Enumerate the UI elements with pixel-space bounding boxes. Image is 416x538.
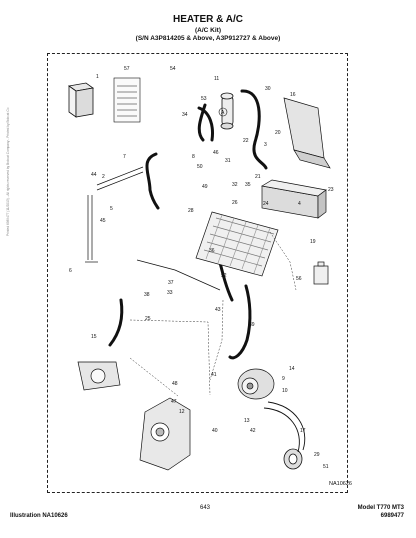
part-callout: 35 — [245, 182, 251, 188]
part-callout: 10 — [282, 388, 288, 394]
model-label: Model T770 MT3 — [357, 505, 404, 511]
filter-panel-icon — [283, 97, 331, 169]
blower-housing-icon — [77, 361, 121, 391]
part-callout: 15 — [91, 334, 97, 340]
condenser-core-icon — [195, 211, 279, 277]
page-title: HEATER & A/C — [173, 14, 243, 25]
part-callout: 47 — [171, 399, 177, 405]
part-callout: 12 — [179, 409, 185, 415]
part-callout: 26 — [232, 200, 238, 206]
part-callout: 30 — [265, 86, 271, 92]
part-callout: 17 — [300, 428, 306, 434]
diagram-frame — [47, 53, 348, 493]
part-callout: A — [221, 110, 225, 116]
part-callout: 22 — [243, 138, 249, 144]
page-subtitle: (A/C Kit) — [195, 27, 221, 34]
part-callout: 5 — [110, 206, 113, 212]
part-callout: 48 — [172, 381, 178, 387]
part-callout: 32 — [232, 182, 238, 188]
part-callout: 42 — [250, 428, 256, 434]
part-callout: 25 — [145, 316, 151, 322]
part-callout: 4 — [298, 201, 301, 207]
engine-block-icon — [139, 397, 191, 471]
oil-bottle-icon — [313, 261, 329, 285]
part-callout: 45 — [100, 218, 106, 224]
drive-belt — [263, 401, 306, 453]
part-callout: 40 — [212, 428, 218, 434]
part-callout: 43 — [215, 307, 221, 313]
part-callout: 2 — [102, 174, 105, 180]
tube-lines — [85, 166, 221, 291]
part-callout: 29 — [314, 452, 320, 458]
part-callout: 8 — [192, 154, 195, 160]
document-number: 6989477 — [380, 513, 404, 519]
serial-range: (S/N A3P814205 & Above, A3P912727 & Abov… — [135, 35, 281, 42]
leader-lines — [129, 231, 297, 397]
part-callout: 20 — [275, 130, 281, 136]
part-callout: 28 — [188, 208, 194, 214]
part-callout: 38 — [144, 292, 150, 298]
part-callout: 46 — [213, 150, 219, 156]
pulley-icon — [283, 448, 303, 470]
part-callout: 21 — [255, 174, 261, 180]
part-callout: 3 — [264, 142, 267, 148]
part-callout: 56 — [296, 276, 302, 282]
part-callout: 41 — [211, 372, 217, 378]
part-callout: 7 — [123, 154, 126, 160]
view-marker-circle — [218, 107, 228, 117]
part-callout: 44 — [91, 172, 97, 178]
part-callout: 1 — [96, 74, 99, 80]
part-callout: 34 — [182, 112, 188, 118]
part-callout: 23 — [328, 187, 334, 193]
receiver-drier-icon — [220, 92, 234, 130]
part-callout: 37 — [168, 280, 174, 286]
manual-box-icon — [67, 82, 95, 118]
part-callout: 57 — [124, 66, 130, 72]
part-callout: 19 — [310, 239, 316, 245]
part-callout: 36 — [209, 248, 215, 254]
part-callout: 50 — [197, 164, 203, 170]
page-number: 643 — [200, 505, 211, 511]
part-callout: 39 — [249, 322, 255, 328]
part-callout: 53 — [201, 96, 207, 102]
part-callout: 31 — [225, 158, 231, 164]
part-callout: 24 — [263, 201, 269, 207]
illustration-reference: NA10626 — [329, 481, 352, 487]
part-callout: 11 — [214, 76, 219, 82]
part-callout: 33 — [167, 290, 173, 296]
compressor-icon — [237, 368, 275, 400]
part-callout: 14 — [289, 366, 295, 372]
part-callout: 9 — [282, 376, 285, 382]
part-callout: 54 — [170, 66, 176, 72]
decal-sheet-icon — [113, 77, 141, 123]
part-callout: 16 — [290, 92, 296, 98]
heater-core-icon — [261, 179, 327, 219]
part-callout: 49 — [202, 184, 208, 190]
part-callout: 52 — [221, 273, 227, 279]
illustration-label: Illustration NA10626 — [10, 513, 68, 519]
part-callout: 51 — [323, 464, 329, 470]
part-callout: 6 — [69, 268, 72, 274]
part-callout: 13 — [244, 418, 250, 424]
